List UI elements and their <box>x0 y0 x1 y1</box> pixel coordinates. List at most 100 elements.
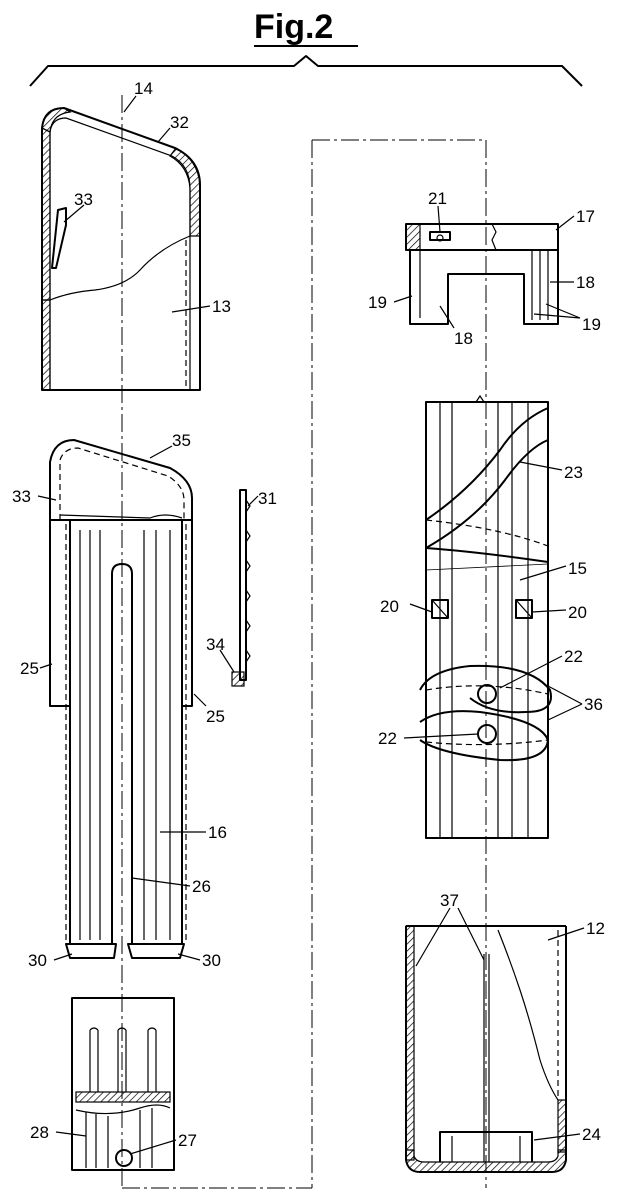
part-sleeve-16 <box>49 439 193 959</box>
label-22b: 22 <box>378 729 397 748</box>
strip-31 <box>239 489 247 681</box>
label-31: 31 <box>258 489 277 508</box>
base-break-line <box>75 1104 171 1115</box>
sleeve-body <box>69 520 183 945</box>
label-23: 23 <box>564 463 583 482</box>
cap-hatch-right <box>169 147 201 237</box>
part-cap-13 <box>41 107 201 391</box>
pin-22-upper <box>477 684 497 704</box>
leader-17 <box>555 215 575 231</box>
part-cup-12 <box>405 925 567 1173</box>
ring-notch-21 <box>429 231 451 241</box>
label-28: 28 <box>30 1123 49 1142</box>
leader-30a <box>53 953 73 961</box>
title-text: Fig.2 <box>254 8 333 46</box>
label-20b: 20 <box>568 603 587 622</box>
sleeve-flanges <box>69 520 183 700</box>
cup-insert-inner <box>451 1136 521 1162</box>
window-20-right <box>515 599 533 619</box>
window-20-left-diag <box>431 599 449 619</box>
label-30a: 30 <box>28 951 47 970</box>
ring-notch-pin <box>436 234 444 242</box>
label-17: 17 <box>576 207 595 226</box>
label-34: 34 <box>206 635 225 654</box>
strip-teeth <box>245 499 251 663</box>
leader-19a <box>393 295 413 303</box>
leader-lines <box>37 95 585 1155</box>
label-16: 16 <box>208 823 227 842</box>
part-tube-15 <box>419 394 552 839</box>
reference-labels: 14 32 33 13 35 33 31 34 25 25 16 26 30 3… <box>12 79 605 1150</box>
tube-outline <box>425 401 549 839</box>
leader-25b <box>193 693 207 707</box>
window-20-right-diag <box>515 599 533 619</box>
helix-23-front <box>425 407 549 521</box>
leader-33b <box>37 495 57 501</box>
part-base-28 <box>71 997 175 1171</box>
helix-band <box>425 547 549 563</box>
leader-34 <box>219 649 235 673</box>
ring-leg-shading <box>419 250 549 320</box>
label-14: 14 <box>134 79 153 98</box>
label-33a: 33 <box>74 190 93 209</box>
spiral-hidden-2 <box>425 739 549 746</box>
cup-wall-right-low <box>557 1099 567 1153</box>
label-15: 15 <box>568 559 587 578</box>
leader-26 <box>131 877 191 887</box>
leader-18a <box>439 305 455 329</box>
label-18b: 18 <box>576 273 595 292</box>
cap-wall-left <box>41 127 51 301</box>
label-13: 13 <box>212 297 231 316</box>
sleeve-tabs-25 <box>49 520 193 707</box>
part-ring-17 <box>405 223 559 325</box>
leader-25a <box>39 663 53 669</box>
axis-lines <box>121 95 487 1189</box>
leader-36 <box>547 685 583 721</box>
leader-14 <box>123 95 137 113</box>
label-19a: 19 <box>368 293 387 312</box>
leader-28 <box>55 1131 87 1137</box>
leader-12 <box>547 927 585 941</box>
leader-23 <box>519 461 563 471</box>
group-bracket <box>29 55 583 87</box>
leader-20b <box>531 609 567 613</box>
label-30b: 30 <box>202 951 221 970</box>
sleeve-seam <box>59 514 183 519</box>
leader-24 <box>533 1133 581 1141</box>
leader-30b <box>177 953 201 961</box>
strip-foot-34 <box>231 671 245 687</box>
tube-seam <box>425 563 549 571</box>
cup-insert-24 <box>439 1131 533 1162</box>
cap-break-line <box>49 235 191 301</box>
leader-22a <box>499 655 563 689</box>
label-20a: 20 <box>380 597 399 616</box>
ring-legs <box>409 250 559 325</box>
spiral-hidden-1 <box>425 685 549 695</box>
helix-23-back <box>425 439 549 549</box>
cap-hatch-corner <box>41 107 72 133</box>
ring-hatch <box>405 223 421 251</box>
sleeve-shading <box>79 530 171 940</box>
ring-top <box>405 223 559 251</box>
window-20-left <box>431 599 449 619</box>
label-27: 27 <box>178 1131 197 1150</box>
helix-hidden <box>425 519 549 547</box>
base-hatch-band <box>75 1091 171 1103</box>
label-24: 24 <box>582 1125 601 1144</box>
pin-22-lower <box>477 724 497 744</box>
label-19b: 19 <box>582 315 601 334</box>
base-outline <box>71 997 175 1171</box>
cap-hatch-left-low <box>41 299 51 391</box>
label-12: 12 <box>586 919 605 938</box>
leader-33a <box>63 204 85 223</box>
label-35: 35 <box>172 431 191 450</box>
leader-37 <box>415 907 485 967</box>
tube-shading <box>439 402 529 838</box>
cup-break-line <box>497 929 559 1101</box>
sleeve-hidden-lines <box>65 524 187 940</box>
tube-break-top <box>475 394 485 403</box>
leader-32 <box>157 127 171 143</box>
leader-15 <box>519 565 567 581</box>
leader-19b <box>533 303 581 319</box>
